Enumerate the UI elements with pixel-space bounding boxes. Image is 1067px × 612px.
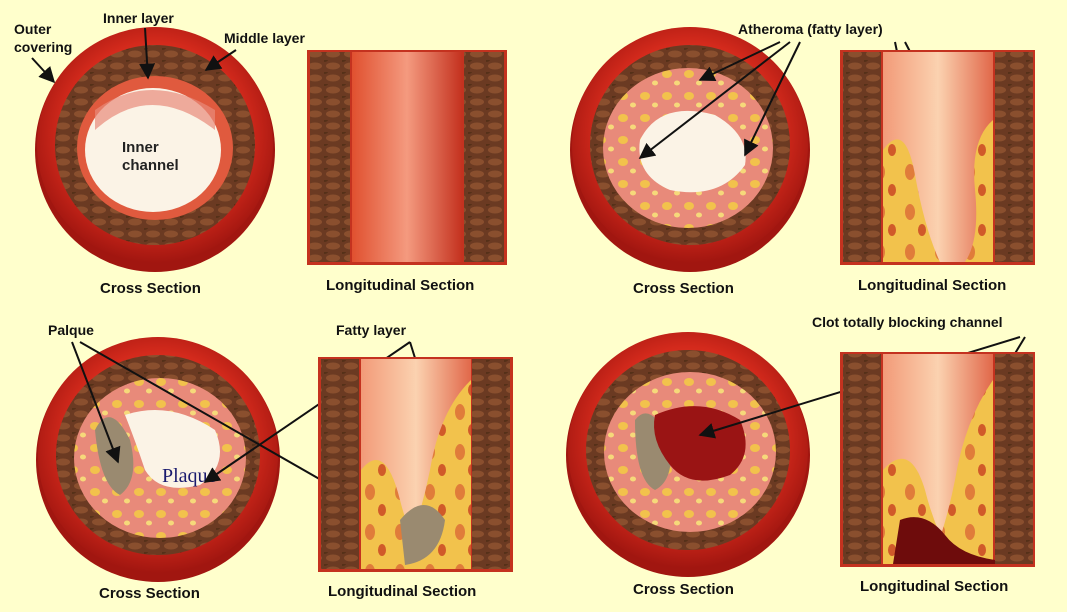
- long-right-muscle: [472, 359, 510, 569]
- long-right-muscle: [995, 354, 1033, 564]
- long-channel: [352, 52, 462, 262]
- long-left-muscle: [310, 52, 350, 262]
- normal-longitudinal-section: [307, 50, 507, 265]
- palque-label: Palque: [48, 322, 94, 338]
- longitudinal-section-caption: Longitudinal Section: [328, 583, 476, 600]
- atheroma-cross-section: [570, 27, 810, 272]
- middle-layer-label: Middle layer: [224, 30, 305, 46]
- long-left-muscle: [843, 354, 881, 564]
- panel-atheroma: Atheroma (fatty layer) Cross Section Lon…: [570, 21, 1035, 297]
- outer-covering-label: Outer covering: [14, 21, 72, 55]
- cross-section-caption: Cross Section: [100, 280, 201, 297]
- atheroma-longitudinal-section: [840, 50, 1035, 265]
- atheroma-label: Atheroma (fatty layer): [738, 21, 883, 37]
- clot-label: Clot totally blocking channel: [812, 314, 1003, 330]
- longitudinal-section-caption: Longitudinal Section: [326, 277, 474, 294]
- long-right-muscle: [995, 52, 1033, 262]
- clot-cross-section: [566, 332, 810, 577]
- fatty-layer-label: Fatty layer: [336, 322, 407, 338]
- plaque-longitudinal-section: [318, 357, 513, 572]
- longitudinal-section-caption: Longitudinal Section: [860, 578, 1008, 595]
- panel-normal: Inner channel Outer covering Inner layer…: [14, 10, 507, 297]
- long-left-muscle: [843, 52, 881, 262]
- long-right-muscle: [464, 52, 504, 262]
- cross-section-caption: Cross Section: [99, 585, 200, 602]
- clot-longitudinal-section: [840, 352, 1035, 567]
- panel-plaque: Palque Fatty layer Plaque Cross Section …: [36, 322, 513, 602]
- inner-layer-label: Inner layer: [103, 10, 174, 26]
- cross-section-caption: Cross Section: [633, 581, 734, 598]
- longitudinal-section-caption: Longitudinal Section: [858, 277, 1006, 294]
- plaque-label: Plaque: [162, 465, 217, 487]
- outer-covering-arrow: [32, 58, 54, 82]
- plaque-cross-section: [36, 337, 280, 582]
- panel-clot: Clot totally blocking channel Cross Sect…: [566, 314, 1035, 598]
- long-left-muscle: [321, 359, 359, 569]
- cross-section-caption: Cross Section: [633, 280, 734, 297]
